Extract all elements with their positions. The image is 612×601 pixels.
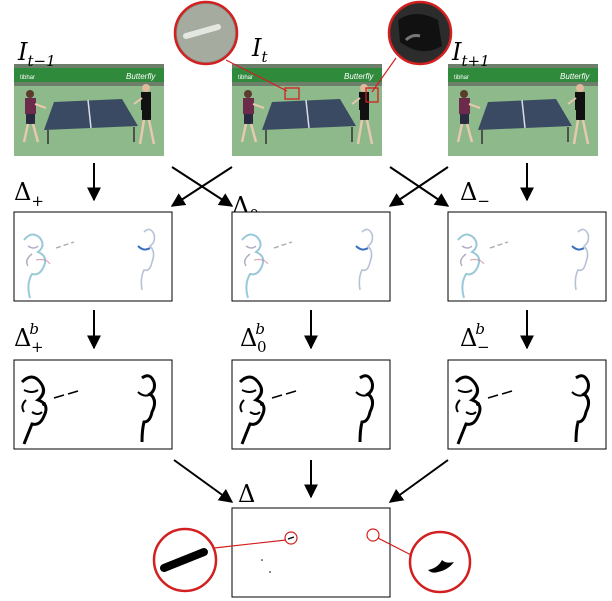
diff-minus-base: Δ [460, 178, 477, 206]
binary-zero-sub: 0 [257, 338, 267, 356]
result-panel: Δ [231, 480, 391, 598]
arrow-next-to-diff-zero [388, 166, 449, 207]
table-tennis-frame-icon [12, 62, 166, 158]
binary-plus-panel: Δb+ [13, 320, 173, 450]
arrow-binary-plus-to-result [173, 459, 234, 503]
binary-zero-sup: b [255, 320, 265, 338]
arrow-curr-to-diff-plus [170, 166, 233, 207]
binary-plus-sub: + [31, 338, 44, 356]
magnified-ball-icon [160, 548, 208, 572]
binary-minus-panel: Δb− [447, 320, 607, 450]
table-tennis-frame-icon [230, 62, 384, 158]
diff-minus-sub: − [477, 192, 490, 210]
binary-plus-base: Δ [14, 324, 31, 352]
binary-minus-sub: − [477, 338, 490, 356]
svg-text:It+1: It+1 [451, 38, 490, 70]
zoom-source-box-ball [284, 87, 300, 100]
frame-next-sub: t+1 [461, 52, 489, 70]
binary-plus-sup: b [29, 320, 39, 338]
zoom-source-box-racket [365, 87, 379, 103]
magnified-ball-icon [183, 24, 221, 39]
diff-plus-sub: + [31, 192, 44, 210]
frame-next-base: I [451, 38, 462, 66]
frame-next: It+1 [446, 38, 600, 158]
magnified-racket-top [371, 0, 453, 93]
diff-plus-panel: Δ+ [13, 178, 173, 302]
arrow-binary-minus-to-result [388, 459, 449, 503]
binary-zero-base: Δ [240, 324, 257, 352]
frame-curr-sub: t [261, 48, 268, 66]
svg-text:It−1: It−1 [17, 38, 56, 70]
magnified-racket-bottom [377, 530, 472, 594]
binary-minus-sup: b [475, 320, 485, 338]
svg-text:Δ−: Δ− [460, 178, 490, 210]
table-tennis-frame-icon [446, 62, 600, 158]
svg-text:Δb0: Δb0 [240, 320, 267, 356]
magnified-ball-top [173, 0, 288, 92]
result-zoom-marker-ball [284, 531, 298, 545]
diff-zero-panel: Δ0 [231, 192, 391, 302]
svg-text:It: It [251, 34, 268, 66]
result-label: Δ [238, 480, 255, 508]
svg-text:Δb+: Δb+ [14, 320, 44, 356]
magnified-ball-bottom [152, 527, 287, 593]
frame-prev-sub: t−1 [27, 52, 55, 70]
frame-prev-base: I [17, 38, 28, 66]
svg-text:Δb−: Δb− [460, 320, 490, 356]
result-zoom-marker-racket [366, 528, 380, 542]
diff-minus-panel: Δ− [447, 178, 607, 302]
frame-curr: It [230, 34, 384, 158]
diff-plus-base: Δ [14, 178, 31, 206]
svg-text:Δ+: Δ+ [14, 178, 44, 210]
binary-minus-base: Δ [460, 324, 477, 352]
frame-prev: It−1 [12, 38, 166, 158]
frame-curr-base: I [251, 34, 262, 62]
